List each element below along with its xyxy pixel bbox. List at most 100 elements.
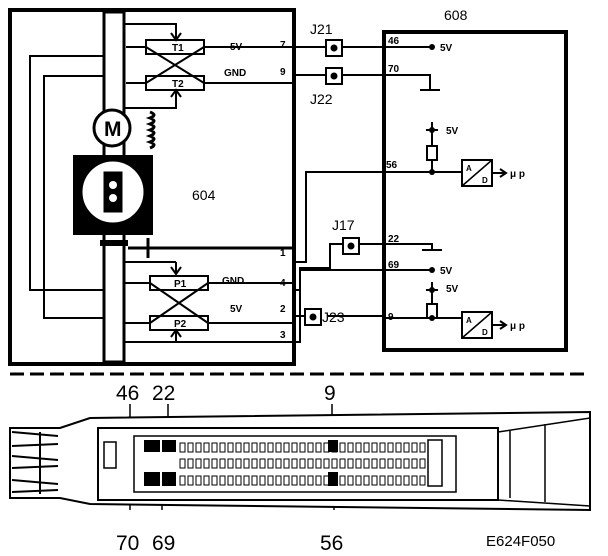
connector-pin [195,442,202,453]
connector-pin [179,458,186,469]
connector-pin [259,458,266,469]
ecu-5v-69: 5V [440,266,453,277]
adc-1 [461,159,508,187]
connector-pin [299,442,306,453]
adc1-d: D [482,176,488,185]
connector-pin [259,475,266,486]
p1-gnd-label: GND [222,276,244,287]
t1-5v-label: 5V [230,42,243,53]
j21-label: J21 [310,21,333,37]
pullup-resistor-1 [426,145,438,161]
pin-1-label: 1 [280,248,286,259]
pin-2-label: 2 [280,304,286,315]
t1-label: T1 [172,43,184,54]
shaft-coupling [100,240,128,246]
connector-pin [387,458,394,469]
connector-pin [275,442,282,453]
connector-pin [267,442,274,453]
connector-pin [363,458,370,469]
connector-pin [315,442,322,453]
connector-pin [395,442,402,453]
module-604-box [8,8,296,366]
connector-pin [291,475,298,486]
connector-pin [299,475,306,486]
connector-pin [227,442,234,453]
connector-pin [203,458,210,469]
connector-pin [219,475,226,486]
connector-pin [179,475,186,486]
connector-pin [363,475,370,486]
connector-pin [339,475,346,486]
connector-pin [347,475,354,486]
connector-pin [403,475,410,486]
p2-5v-label: 5V [230,304,243,315]
t2-label: T2 [172,79,184,90]
connector-pin [283,475,290,486]
p-wiring [124,261,294,343]
connector-pin [379,442,386,453]
connector-pin [323,475,330,486]
adc2-a: A [466,316,472,325]
connector-pin [339,442,346,453]
connector-pin [395,475,402,486]
j17-label: J17 [332,217,355,233]
pin-3-label: 3 [280,330,286,341]
connector-pin [211,442,218,453]
connector-pin [235,475,242,486]
callout-22: 22 [152,382,175,405]
connector-pin [235,442,242,453]
connector-pin [315,458,322,469]
connector-pin [323,442,330,453]
connector-pin [307,442,314,453]
connector-pin [259,442,266,453]
connector-pin [323,458,330,469]
connector-pin [179,442,186,453]
ecu-pin-46: 46 [388,36,400,47]
connector-pin [251,475,258,486]
ecu-pin-22: 22 [388,234,400,245]
connector-pin [219,458,226,469]
connector-pin [371,442,378,453]
connector-pin [331,475,338,486]
callout-56: 56 [320,532,343,555]
connector-pin [227,475,234,486]
connector-pin [187,475,194,486]
connector-pin [315,475,322,486]
module-608-box [382,30,568,352]
pin-9-label: 9 [280,67,286,78]
harness-wires [294,46,384,343]
ecu-5v-46: 5V [440,43,453,54]
connector-pin [203,442,210,453]
connector-pin [339,458,346,469]
connector-pin [211,458,218,469]
connector-pin [227,458,234,469]
adc-2 [461,311,508,339]
ecu-out-1: μ p [510,169,525,180]
connector-pin [307,458,314,469]
connector-pin [243,442,250,453]
connector-pin [419,458,426,469]
pin-4-label: 4 [280,278,286,289]
ecu-pin-69: 69 [388,260,400,271]
ecu-pin-56: 56 [386,160,398,171]
connector-pin [187,442,194,453]
connector-pin [395,458,402,469]
callout-46: 46 [116,382,139,405]
connector-pin [331,458,338,469]
connector-pin [275,458,282,469]
connector-pin [363,442,370,453]
connector-pin [411,442,418,453]
figure-code: E624F050 [486,533,555,550]
ecu-out-2: μ p [510,321,525,332]
ecu-5v-ref1: 5V [446,126,459,137]
connector-pin [307,475,314,486]
connector-pin [211,475,218,486]
pin-7-label: 7 [280,40,286,51]
module-608-label: 608 [444,7,468,23]
ecu-5v-ref2: 5V [446,284,459,295]
connector-pin [403,458,410,469]
connector-pin [411,475,418,486]
adc1-a: A [466,164,472,173]
connector-pin [219,442,226,453]
